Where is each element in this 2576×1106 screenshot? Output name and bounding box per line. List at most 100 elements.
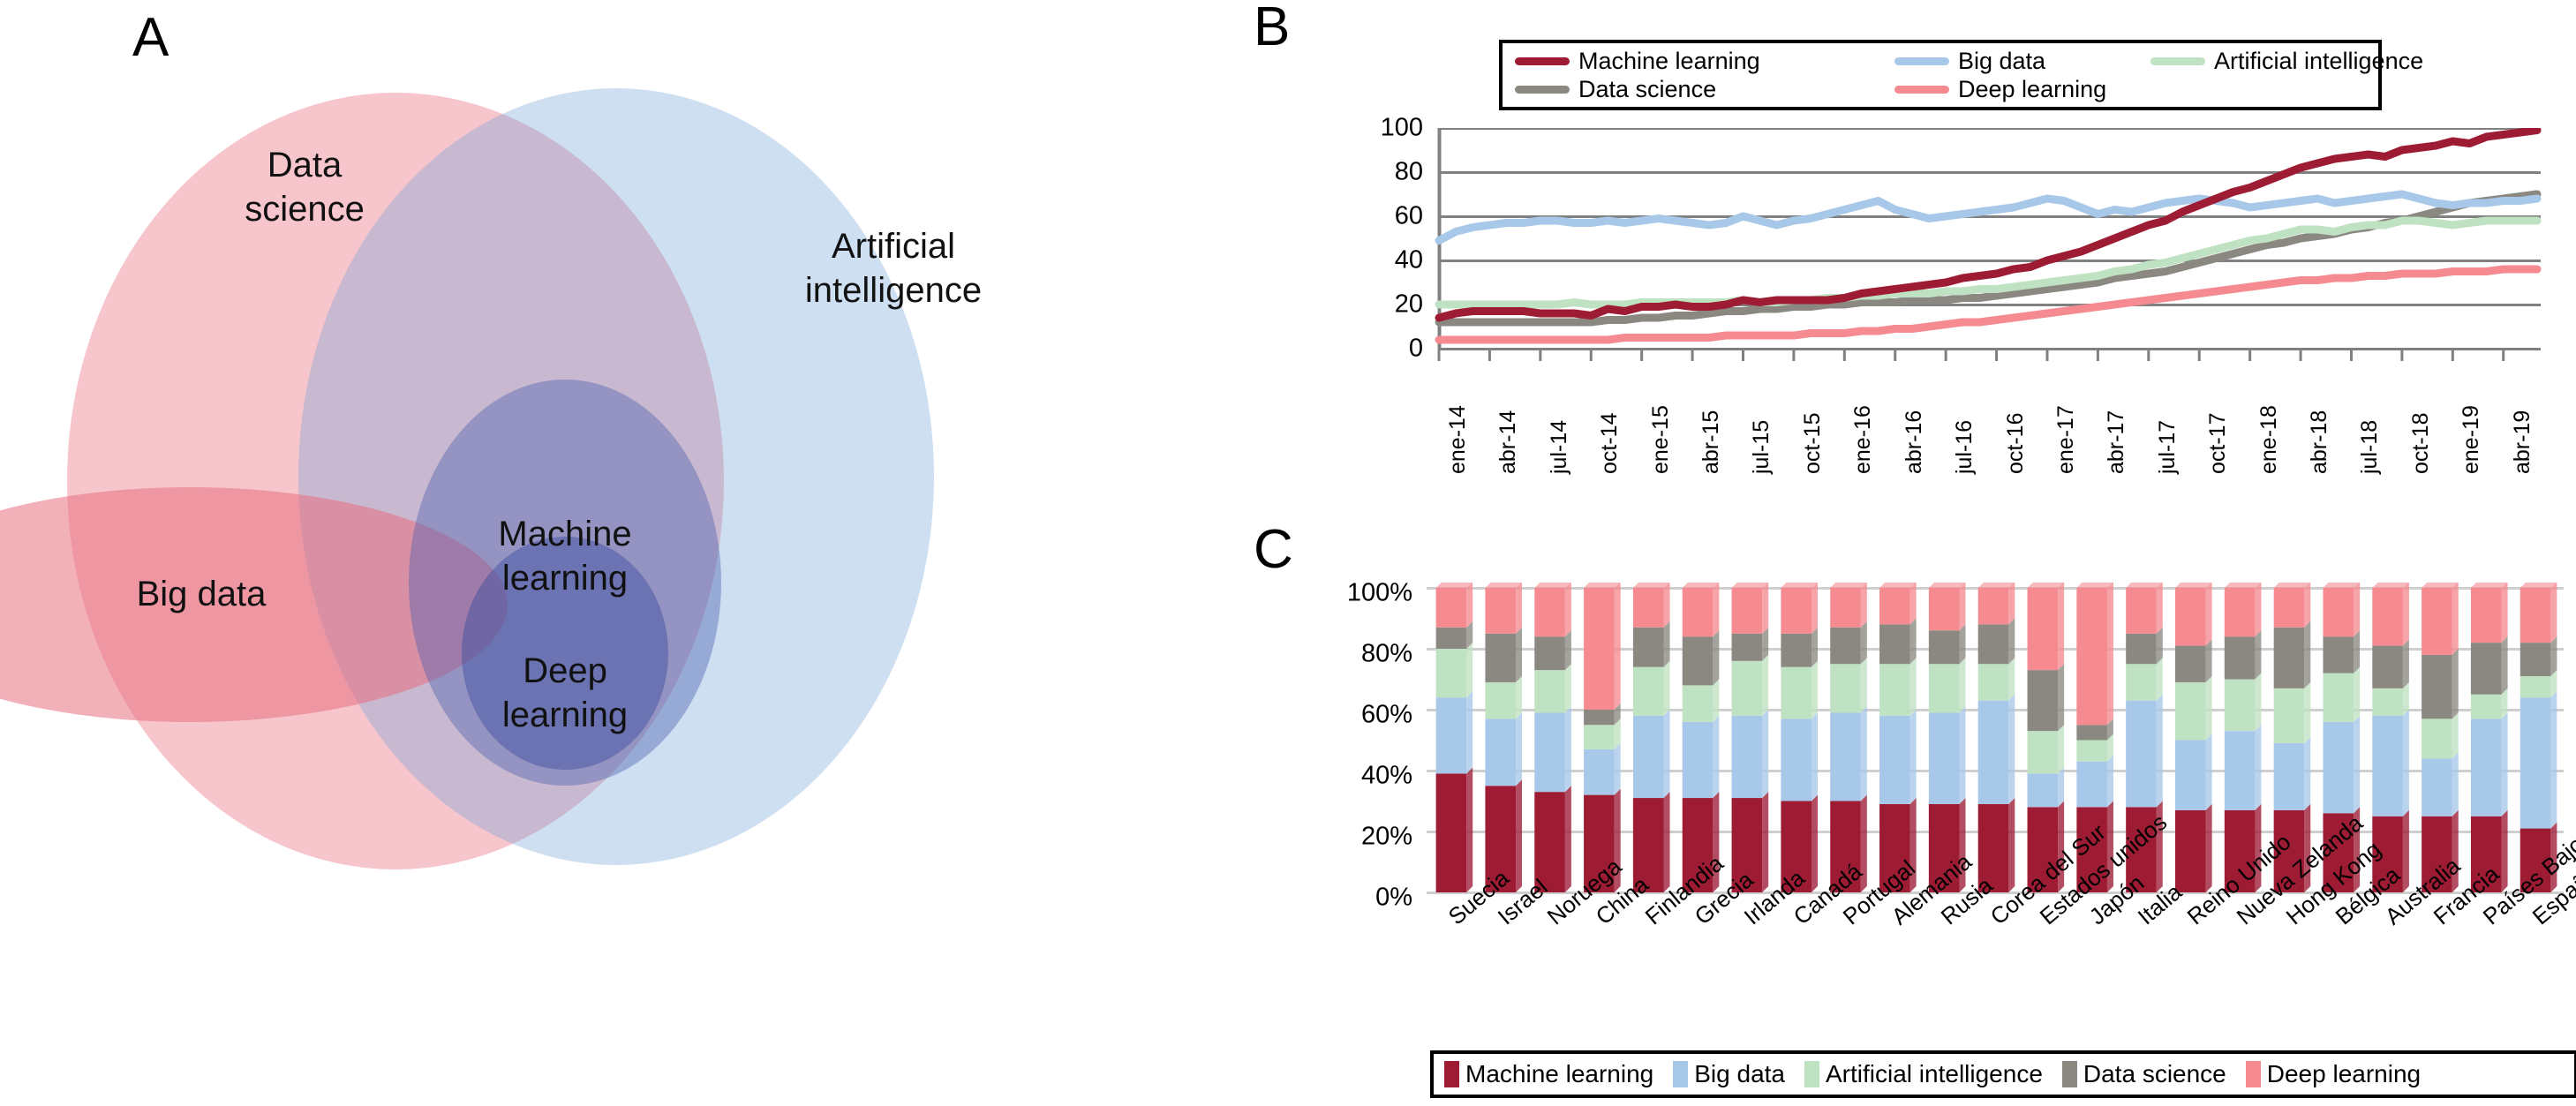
legend-label-deep-learning: Deep learning — [1958, 75, 2107, 102]
y-tick-label: 40 — [1394, 245, 1423, 275]
bar-segment — [1731, 627, 1769, 661]
bar-segment — [1731, 654, 1769, 716]
bar-segment — [2126, 658, 2163, 701]
y-tick-label: 40% — [1360, 761, 1412, 790]
y-tick-label: 80% — [1360, 639, 1412, 668]
legend-swatch-machine-learning — [1515, 56, 1570, 65]
y-tick-label: 80 — [1394, 157, 1423, 186]
bar-chart-legend: Machine learning Big data Artificial int… — [1430, 1050, 2576, 1098]
bar-segment — [2323, 666, 2361, 722]
bar-segment — [1781, 712, 1819, 801]
bar-segment — [1485, 583, 1523, 634]
panel-b-letter: B — [1254, 0, 1291, 57]
bar-segment — [1435, 643, 1473, 698]
bar-segment — [2273, 621, 2311, 688]
bar-segment — [1830, 583, 1867, 628]
legend-label-deep-learning: Deep learning — [2266, 1060, 2422, 1087]
legend-item-big-data[interactable]: Big data — [1894, 49, 2150, 73]
bar-segment — [2126, 583, 2163, 634]
bar-segment — [2470, 688, 2508, 719]
bar-segment — [2027, 725, 2065, 774]
legend-item-deep-learning[interactable]: Deep learning — [1894, 75, 2150, 102]
bar-segment — [2126, 694, 2163, 808]
line-series-machine-learning — [1435, 128, 2542, 322]
x-tick-label: ene-16 — [1850, 405, 1876, 474]
y-tick-label: 20 — [1394, 290, 1423, 319]
bar-segment — [1485, 712, 1523, 786]
bar-segment — [1879, 797, 1917, 892]
bar-segment — [2422, 583, 2459, 655]
panel-b-line-chart: B Machine learning Big data Artificial i… — [1254, 0, 2576, 530]
bar-segment — [1928, 624, 1966, 665]
venn-ellipse-machine-learning — [409, 380, 721, 786]
bar-segment — [2273, 583, 2311, 628]
bar-segment — [1928, 658, 1966, 713]
bar-segment — [1435, 583, 1473, 628]
legend-swatch-big-data — [1673, 1061, 1689, 1087]
bar-segment — [1534, 583, 1571, 637]
bar-segment — [2520, 636, 2557, 677]
legend-item-big-data[interactable]: Big data — [1673, 1061, 1785, 1087]
bar-segment — [1928, 706, 1966, 804]
bar-segment — [1682, 715, 1720, 799]
x-tick-label: oct-14 — [1597, 412, 1623, 474]
bar-segment — [2076, 755, 2113, 808]
venn-ellipse-artificial-intelligence — [298, 88, 934, 865]
y-tick-label: 100 — [1380, 113, 1423, 142]
panel-c-letter: C — [1254, 519, 1293, 580]
bar-segment — [2224, 803, 2262, 892]
legend-item-artificial-intelligence[interactable]: Artificial intelligence — [2150, 49, 2423, 73]
bar-segment — [2520, 691, 2557, 829]
bar-segment — [1584, 583, 1621, 710]
legend-swatch-artificial-intelligence — [1804, 1061, 1819, 1087]
bar-segment — [2422, 648, 2459, 719]
x-tick-label: abr-18 — [2307, 410, 2332, 474]
x-tick-label: jul-16 — [1952, 419, 1977, 474]
bar-segment — [2224, 673, 2262, 732]
bar-segment — [2422, 752, 2459, 816]
bar-segment — [1879, 658, 1917, 716]
y-tick-label: 100% — [1346, 578, 1412, 607]
legend-item-machine-learning[interactable]: Machine learning — [1444, 1061, 1653, 1087]
bar-segment — [2273, 681, 2311, 743]
legend-label-artificial-intelligence: Artificial intelligence — [1826, 1060, 2043, 1087]
bar-segment — [2372, 709, 2409, 816]
legend-swatch-big-data — [1894, 56, 1949, 65]
x-tick-label: oct-15 — [1799, 412, 1825, 474]
bar-segment — [2323, 807, 2361, 892]
bar-segment — [2076, 719, 2113, 741]
y-tick-label: 60 — [1394, 201, 1423, 230]
legend-item-data-science[interactable]: Data science — [1515, 75, 1894, 102]
venn-label-deep-learning-line1: Deep — [523, 651, 607, 690]
legend-item-artificial-intelligence[interactable]: Artificial intelligence — [1804, 1061, 2043, 1087]
bar-segment — [2224, 630, 2262, 680]
legend-swatch-deep-learning — [1894, 85, 1949, 94]
venn-label-artificial-intelligence-line2: intelligence — [805, 271, 982, 310]
bar-segment — [2076, 801, 2113, 892]
legend-item-machine-learning[interactable]: Machine learning — [1515, 49, 1894, 73]
bar-segment — [1584, 788, 1621, 892]
venn-label-machine-learning-line2: learning — [502, 559, 628, 598]
bar-segment — [2323, 715, 2361, 814]
bar-segment — [1435, 691, 1473, 774]
bar-segment — [2126, 801, 2163, 892]
legend-item-deep-learning[interactable]: Deep learning — [2245, 1060, 2422, 1087]
legend-label-artificial-intelligence: Artificial intelligence — [2214, 47, 2424, 74]
bar-segment — [1584, 719, 1621, 749]
bar-segment — [2174, 734, 2212, 810]
bar-segment — [1781, 794, 1819, 892]
legend-label-data-science: Data science — [1578, 75, 1717, 102]
x-tick-label: abr-15 — [1699, 410, 1724, 474]
legend-item-data-science[interactable]: Data science — [2061, 1061, 2226, 1087]
bar-segment — [1534, 786, 1571, 892]
bar-segment — [1632, 621, 1670, 667]
bar-segment — [2422, 809, 2459, 892]
bar-segment — [1781, 627, 1819, 667]
x-tick-label: ene-14 — [1445, 405, 1470, 474]
line-series-deep-learning — [1435, 265, 2542, 344]
bar-segment — [1584, 703, 1621, 726]
bar-segment — [2273, 736, 2311, 810]
bar-segment — [2027, 801, 2065, 892]
